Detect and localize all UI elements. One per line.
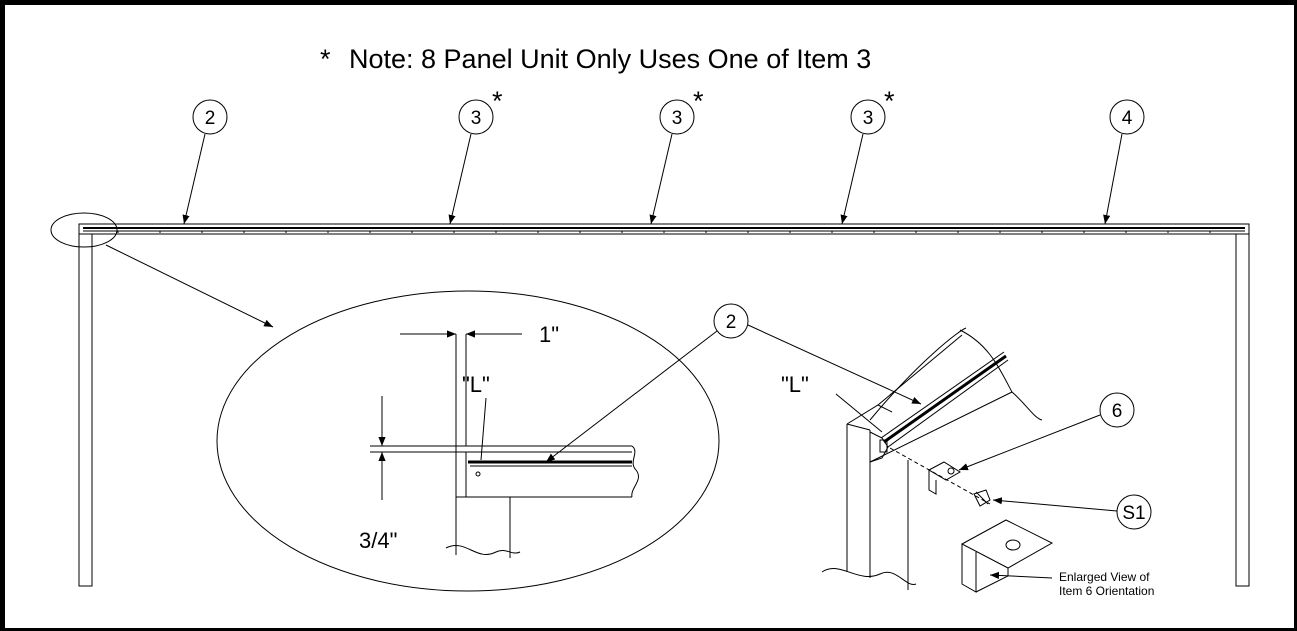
right-post [1235, 233, 1250, 587]
left-post [78, 233, 93, 587]
callout-3a-asterisk: * [492, 86, 503, 116]
callout-3c-asterisk: * [884, 86, 895, 116]
screw-s1 [973, 489, 991, 507]
callout-6-number: 6 [1112, 401, 1123, 422]
enlarged-detail [216, 290, 720, 592]
dimension-height-label: 3/4" [359, 528, 397, 553]
callout-2-number: 2 [205, 108, 216, 129]
callout-2: 2 [182, 99, 228, 225]
callout-4: 4 [1103, 99, 1145, 225]
l-label-detail: "L" [462, 372, 490, 397]
top-rail [78, 223, 1250, 235]
note-text: Note: 8 Panel Unit Only Uses One of Item… [349, 44, 871, 74]
callout-detail-2: 2 [545, 303, 922, 463]
dimension-width-label: 1" [539, 322, 559, 347]
note-asterisk: * [320, 44, 331, 74]
note: * Note: 8 Panel Unit Only Uses One of It… [320, 44, 871, 74]
bracket-enlarged [960, 519, 1054, 593]
callout-s1-number: S1 [1122, 503, 1145, 524]
callout-3a-number: 3 [471, 108, 482, 129]
callout-3c: 3 * [840, 86, 895, 225]
callout-3b: 3 * [649, 86, 704, 225]
callout-3b-asterisk: * [693, 86, 704, 116]
callout-3c-number: 3 [863, 108, 874, 129]
bracket-small [889, 447, 991, 505]
detail-leader [105, 244, 274, 328]
l-label-perspective: "L" [781, 372, 809, 397]
detail-marker-ellipse [50, 212, 118, 248]
enlarged-view-text-line2: Item 6 Orientation [1059, 584, 1154, 598]
callout-detail-2-number: 2 [726, 312, 737, 333]
callout-3b-number: 3 [672, 108, 683, 129]
enlarged-view-text-line1: Enlarged View of [1059, 570, 1150, 584]
callout-3a: 3 * [448, 86, 503, 225]
callout-4-number: 4 [1122, 108, 1133, 129]
callout-6: 6 [958, 392, 1135, 471]
perspective-post [821, 327, 1043, 590]
callout-s1: S1 [992, 494, 1152, 530]
